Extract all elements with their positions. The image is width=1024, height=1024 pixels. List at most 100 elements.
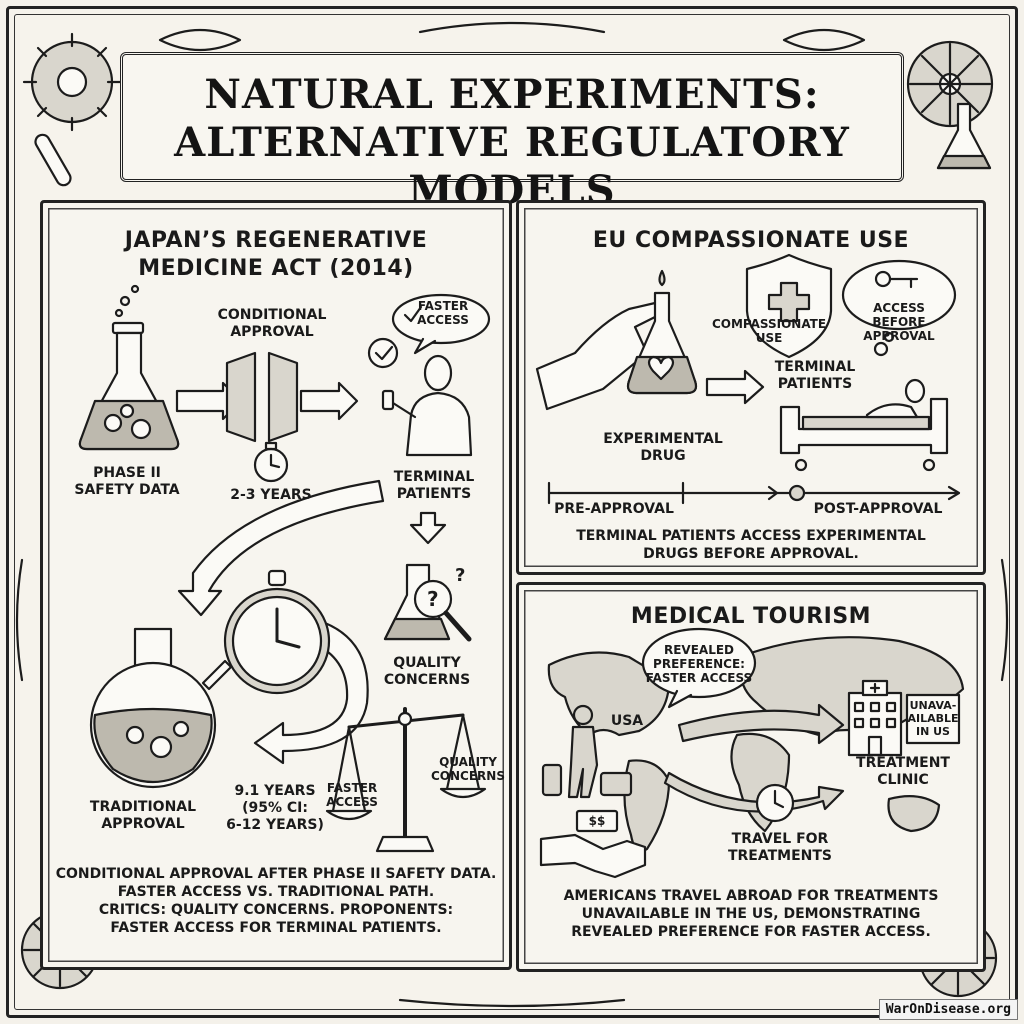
phase2-line1: PHASE II — [93, 465, 161, 481]
sign-line1: UNAVA- — [909, 699, 957, 712]
eu-patients-line1: TERMINAL — [774, 359, 856, 375]
sign-line2: AILABLE — [907, 712, 959, 725]
japan-caption: CONDITIONAL APPROVAL AFTER PHASE II SAFE… — [43, 865, 509, 937]
traditional-approval-label: TRADITIONAL APPROVAL — [73, 799, 213, 833]
travel-for-treatments-label: TRAVEL FOR TREATMENTS — [715, 831, 845, 865]
bubble-line2: ACCESS — [417, 313, 469, 327]
handshake-icon — [539, 809, 647, 879]
faster-access-bubble-label: FASTER ACCESS — [403, 299, 483, 327]
clinic-line2: CLINIC — [877, 772, 929, 788]
years-trad-line2: (95% CI: — [242, 800, 308, 816]
patient-figure-icon — [381, 354, 473, 457]
bubble-line1: FASTER — [417, 299, 469, 313]
tourism-caption-line3: REVEALED PREFERENCE FOR FASTER ACCESS. — [571, 924, 931, 940]
main-title-line1: NATURAL EXPERIMENTS: — [204, 71, 820, 118]
scale-right-line2: CONCERNS — [431, 769, 505, 783]
leaf-ornament-icon — [15, 21, 1009, 1008]
drug-line2: DRUG — [640, 448, 686, 464]
scale-left-line2: ACCESS — [326, 795, 378, 809]
eu-caption-line1: TERMINAL PATIENTS ACCESS EXPERIMENTAL — [576, 528, 926, 544]
flight-arrows-icon — [663, 703, 845, 813]
hospital-bed-icon — [779, 378, 949, 472]
scale-right-line1: QUALITY — [439, 755, 497, 769]
watermark-label[interactable]: WarOnDisease.org — [878, 999, 1018, 1020]
tourism-panel-title: MEDICAL TOURISM — [630, 604, 872, 629]
speech-bubble-icon — [391, 293, 491, 355]
years-trad-line1: 9.1 YEARS — [234, 783, 316, 799]
main-title-line2: ALTERNATIVE REGULATORY MODELS — [174, 119, 850, 214]
japan-title-line2: MEDICINE ACT (2014) — [138, 256, 414, 281]
tourism-caption-line2: UNAVAILABLE IN THE US, DEMONSTRATING — [581, 906, 921, 922]
japan-panel-title: JAPAN’S REGENERATIVE MEDICINE ACT (2014) — [43, 227, 509, 283]
thought-cloud-icon — [841, 259, 957, 357]
traditional-years-label: 9.1 YEARS (95% CI: 6-12 YEARS) — [215, 783, 335, 834]
clinic-line1: TREATMENT — [856, 755, 950, 771]
check-mark-icon — [367, 337, 399, 369]
tourism-bubble-line2: PREFERENCE: — [653, 657, 745, 671]
traditional-line2: APPROVAL — [101, 816, 185, 832]
shield-line2: USE — [755, 331, 783, 345]
balance-scale-icon — [325, 707, 487, 853]
travel-line1: TRAVEL FOR — [731, 831, 829, 847]
conditional-gate-icon — [175, 351, 359, 443]
drug-line1: EXPERIMENTAL — [603, 431, 723, 447]
svg-text:?: ? — [455, 565, 465, 586]
gear-icon — [22, 32, 122, 132]
japan-caption-line2: FASTER ACCESS VS. TRADITIONAL PATH. — [117, 884, 435, 900]
usa-label: USA — [610, 713, 644, 729]
quality-line1: QUALITY — [393, 655, 461, 671]
gear-icon — [906, 40, 994, 128]
japan-caption-line3: CRITICS: QUALITY CONCERNS. PROPONENTS: — [98, 902, 454, 918]
scale-faster-access-label: FASTER ACCESS — [319, 781, 385, 809]
traditional-flask-icon — [89, 627, 233, 789]
terminal-line1: TERMINAL — [393, 469, 475, 485]
magnifier-icon: ? ? — [413, 565, 472, 642]
sign-line3: IN US — [916, 725, 950, 738]
clinic-icon — [847, 679, 961, 757]
eu-caption: TERMINAL PATIENTS ACCESS EXPERIMENTAL DR… — [519, 527, 983, 563]
medical-tourism-panel: MEDICAL TOURISM — [516, 582, 986, 972]
clock-icon — [755, 783, 795, 823]
inner-frame — [14, 14, 1010, 1010]
money-label: $$ — [588, 814, 606, 828]
test-tube-icon — [34, 133, 72, 187]
travel-line2: TREATMENTS — [727, 848, 833, 864]
revealed-preference-label: REVEALED PREFERENCE: FASTER ACCESS — [645, 643, 753, 685]
phase2-flask-icon — [78, 284, 180, 451]
traditional-line1: TRADITIONAL — [89, 799, 197, 815]
terminal-line2: PATIENTS — [396, 486, 472, 502]
unavailable-sign-label: UNAVA- AILABLE IN US — [907, 699, 959, 738]
hand-holding-flask-icon — [535, 269, 698, 411]
tourism-caption-line1: AMERICANS TRAVEL ABROAD FOR TREATMENTS — [563, 888, 939, 904]
japan-title-line1: JAPAN’S REGENERATIVE — [124, 228, 428, 253]
large-stopwatch-icon — [223, 569, 331, 695]
stopwatch-icon — [253, 441, 289, 483]
eu-patients-line2: PATIENTS — [777, 376, 853, 392]
key-icon — [874, 270, 919, 289]
fast-years-label: 2-3 YEARS — [230, 487, 312, 503]
scale-left-line1: FASTER — [326, 781, 378, 795]
terminal-patients-label: TERMINAL PATIENTS — [369, 469, 499, 503]
eu-illustration — [535, 253, 961, 505]
eu-terminal-patients-label: TERMINAL PATIENTS — [767, 359, 863, 393]
pre-approval-label: PRE-APPROVAL — [554, 501, 674, 517]
conditional-approval-label: CONDITIONAL APPROVAL — [197, 307, 347, 341]
japan-caption-line4: FASTER ACCESS FOR TERMINAL PATIENTS. — [110, 920, 442, 936]
compassionate-use-label: COMPASSIONATE USE — [699, 317, 839, 345]
japan-panel: JAPAN’S REGENERATIVE MEDICINE ACT (2014) — [40, 200, 512, 970]
access-before-approval-label: ACCESS BEFORE APPROVAL — [845, 301, 953, 343]
cloud-line2: APPROVAL — [863, 329, 935, 343]
scale-quality-concerns-label: QUALITY CONCERNS — [429, 755, 507, 783]
japan-illustration: ? ? — [78, 284, 491, 853]
down-arrow-icon — [409, 511, 447, 545]
curved-arrows-icon — [177, 479, 385, 765]
eu-caption-line2: DRUGS BEFORE APPROVAL. — [643, 546, 859, 562]
experimental-drug-label: EXPERIMENTAL DRUG — [593, 431, 733, 465]
timeline-icon — [547, 481, 961, 505]
japan-caption-line1: CONDITIONAL APPROVAL AFTER PHASE II SAFE… — [55, 866, 497, 882]
post-approval-label: POST-APPROVAL — [813, 501, 943, 517]
cloud-line1: ACCESS BEFORE — [872, 301, 926, 329]
quality-concerns-label: QUALITY CONCERNS — [369, 655, 485, 689]
title-banner: NATURAL EXPERIMENTS: ALTERNATIVE REGULAT… — [120, 52, 904, 214]
years-trad-line3: 6-12 YEARS) — [226, 817, 324, 833]
